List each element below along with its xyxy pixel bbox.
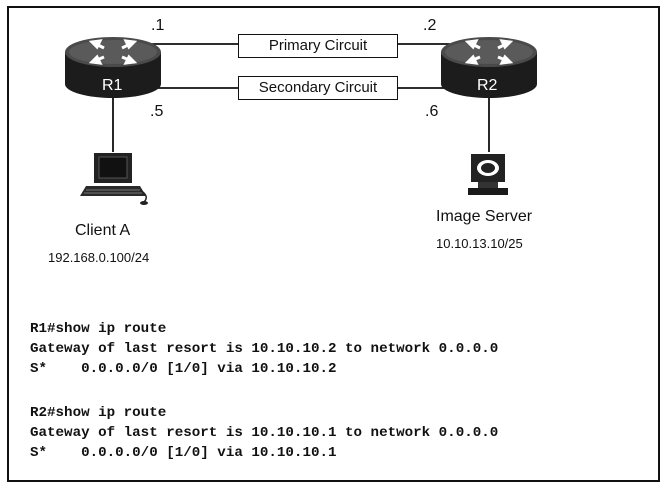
client-ip: 192.168.0.100/24 bbox=[48, 250, 150, 265]
r2-cli-route: S* 0.0.0.0/0 [1/0] via 10.10.10.1 bbox=[30, 445, 337, 461]
secondary-circuit-label: Secondary Circuit bbox=[258, 79, 378, 96]
diagram-frame bbox=[7, 6, 660, 482]
server-ip: 10.10.13.10/25 bbox=[436, 236, 523, 251]
r2-cli-command: R2#show ip route bbox=[30, 405, 167, 421]
secondary-circuit-box: Secondary Circuit bbox=[238, 76, 398, 100]
r1-cli-route: S* 0.0.0.0/0 [1/0] via 10.10.10.2 bbox=[30, 361, 337, 377]
client-workstation-icon bbox=[80, 153, 148, 205]
primary-circuit-label: Primary Circuit bbox=[268, 37, 368, 54]
server-name: Image Server bbox=[436, 208, 533, 225]
r1-secondary-interface: .5 bbox=[150, 103, 164, 120]
router-r2-label: R2 bbox=[477, 77, 498, 94]
image-server-icon bbox=[468, 154, 508, 195]
router-r1-label: R1 bbox=[102, 77, 123, 94]
router-r2-icon bbox=[441, 37, 537, 98]
r2-primary-interface: .2 bbox=[423, 17, 437, 34]
r1-cli-gateway: Gateway of last resort is 10.10.10.2 to … bbox=[30, 341, 499, 357]
client-name: Client A bbox=[75, 222, 131, 239]
r1-primary-interface: .1 bbox=[151, 17, 165, 34]
r2-secondary-interface: .6 bbox=[425, 103, 439, 120]
r2-cli-gateway: Gateway of last resort is 10.10.10.1 to … bbox=[30, 425, 499, 441]
primary-circuit-box: Primary Circuit bbox=[238, 34, 398, 58]
r1-cli-command: R1#show ip route bbox=[30, 321, 167, 337]
router-r1-icon bbox=[65, 37, 161, 98]
